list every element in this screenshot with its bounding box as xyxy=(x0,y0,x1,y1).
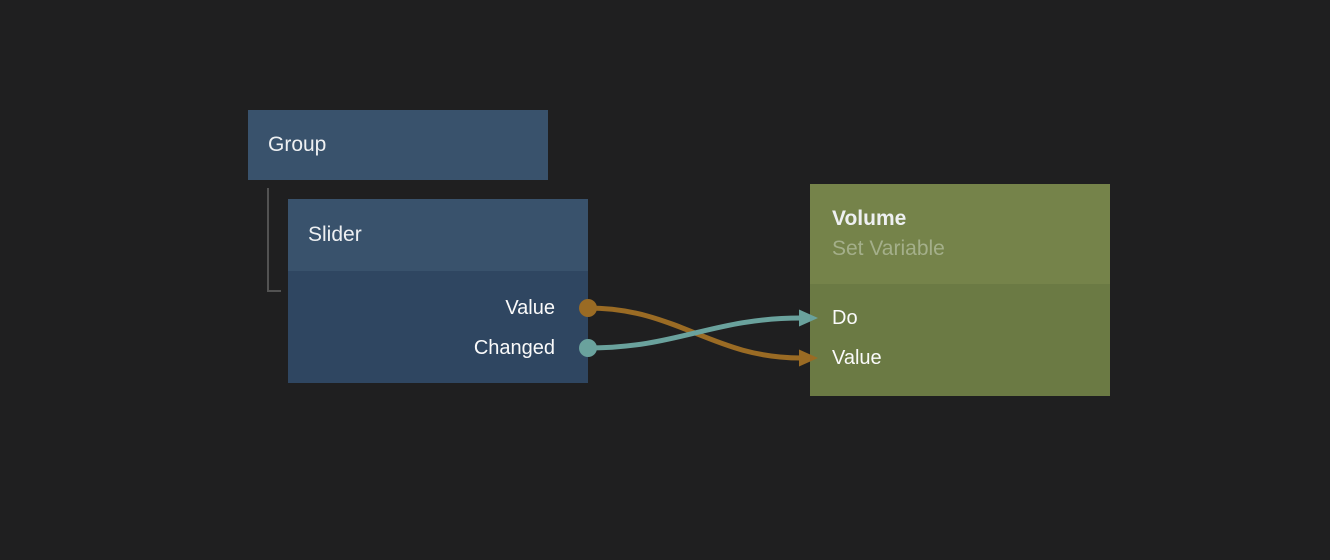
volume-node-header[interactable]: Volume Set Variable xyxy=(810,184,1110,284)
port-label-changed: Changed xyxy=(473,336,555,359)
port-volume-input-do[interactable]: Do xyxy=(810,298,1110,338)
port-label-value: Value xyxy=(505,296,555,319)
node-volume[interactable]: Volume Set Variable Do Value xyxy=(810,184,1110,396)
slider-node-body: Value Changed xyxy=(288,271,588,368)
port-label-do: Do xyxy=(832,306,858,329)
group-node-header[interactable]: Group xyxy=(248,110,548,180)
port-volume-input-value[interactable]: Value xyxy=(810,338,1110,378)
volume-node-title: Volume xyxy=(832,207,907,230)
slider-node-title: Slider xyxy=(308,223,362,246)
wire-slider-value-to-volume-value[interactable] xyxy=(587,305,802,361)
wire-slider-changed-to-volume-do[interactable] xyxy=(587,315,802,351)
port-slider-output-value[interactable]: Value xyxy=(288,288,588,328)
node-group[interactable]: Group xyxy=(248,110,548,180)
port-label-volume-value: Value xyxy=(832,346,882,369)
group-node-title: Group xyxy=(268,133,327,156)
slider-node-header[interactable]: Slider xyxy=(288,199,588,271)
group-child-connector-line xyxy=(267,188,281,292)
volume-node-subtitle: Set Variable xyxy=(832,237,945,260)
node-slider[interactable]: Slider Value Changed xyxy=(288,199,588,383)
volume-node-body: Do Value xyxy=(810,284,1110,378)
port-slider-output-changed[interactable]: Changed xyxy=(288,328,588,368)
